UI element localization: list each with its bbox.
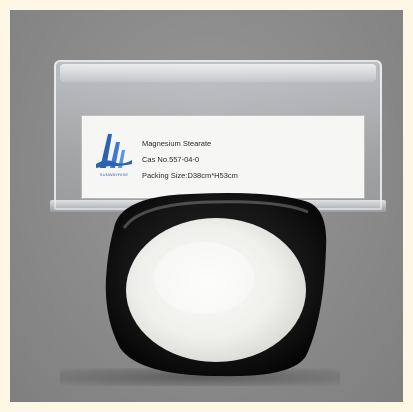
powder-texture	[154, 242, 254, 314]
product-name: Magnesium Stearate	[142, 139, 212, 148]
black-bowl	[105, 193, 327, 377]
label-text-block: Magnesium Stearate Cas No.557-04-0 Packi…	[142, 136, 238, 184]
bowl-highlight	[122, 200, 309, 229]
acrylic-sign-holder: SUNWAYRISE Magnesium Stearate Cas No.557…	[50, 60, 386, 212]
company-logo-icon: SUNWAYRISE	[94, 128, 134, 180]
product-label-card: SUNWAYRISE Magnesium Stearate Cas No.557…	[82, 116, 364, 198]
product-photo: SUNWAYRISE Magnesium Stearate Cas No.557…	[10, 10, 403, 402]
powder-mound	[126, 218, 306, 362]
logo-text: SUNWAYRISE	[99, 172, 129, 177]
packing-size: Packing Size:D38cm*H53cm	[142, 171, 238, 180]
cas-number: Cas No.557-04-0	[142, 155, 200, 164]
company-logo-svg	[96, 134, 132, 168]
acrylic-highlight	[60, 64, 376, 82]
